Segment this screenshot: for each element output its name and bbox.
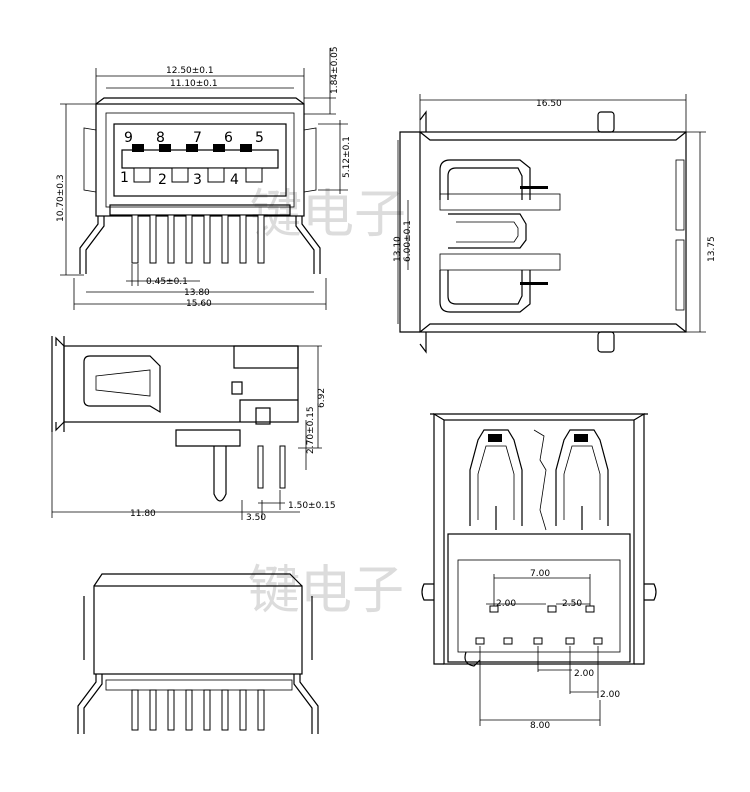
dim-11-10: 11.10±0.1 [170, 79, 218, 89]
dim-12-50: 12.50±0.1 [166, 66, 214, 76]
front-shell [95, 103, 305, 217]
dim-1-84: 1.84±0.05 [330, 46, 340, 94]
bottom-body [443, 419, 635, 665]
dim-13-75: 13.75 [707, 236, 717, 262]
side-view: 6.92 2.70±0.15 11.80 3.50 1.50±0.15 [51, 336, 336, 523]
dim-3-50: 3.50 [246, 513, 266, 523]
dim-13-80: 13.80 [184, 288, 210, 298]
bottom-view: 7.00 2.00 2.50 2.00 2.00 8.00 [421, 412, 657, 731]
dim-13-10: 13.10 [393, 236, 403, 262]
dim-1-50: 1.50±0.15 [288, 501, 336, 511]
pin-label-6: 6 [224, 130, 233, 146]
front-view: 9 8 7 6 5 1 2 3 4 12.50±0.1 11.10±0.1 [56, 46, 352, 310]
pin-label-2: 2 [158, 172, 167, 188]
dim-2-70: 2.70±0.15 [306, 406, 316, 454]
pin-label-5: 5 [255, 130, 264, 146]
pin-label-4: 4 [230, 172, 239, 188]
dim-2-00-v-a: 2.00 [574, 669, 594, 679]
top-view: 16.50 13.75 13.10 6.00±0.1 [393, 94, 717, 354]
dim-10-70: 10.70±0.3 [56, 174, 66, 222]
pin-label-1: 1 [120, 170, 129, 186]
watermark-bottom: 键电子 [248, 561, 404, 621]
pin-label-7: 7 [193, 130, 202, 146]
pin-label-9: 9 [124, 130, 133, 146]
dim-11-80: 11.80 [130, 509, 156, 519]
dim-16-50: 16.50 [536, 99, 562, 109]
side-body [63, 345, 299, 423]
pin-label-3: 3 [193, 172, 202, 188]
pin-label-8: 8 [156, 130, 165, 146]
dim-6-00: 6.00±0.1 [403, 220, 413, 262]
top-body [419, 131, 687, 333]
contact-tongue [121, 149, 279, 169]
side-boss [213, 446, 227, 502]
dim-6-92: 6.92 [317, 388, 327, 408]
side-spring [83, 355, 161, 414]
dim-2-00: 2.00 [496, 599, 516, 609]
usb-port-opening [113, 123, 287, 197]
dim-2-00-v-b: 2.00 [600, 690, 620, 700]
rear-body [93, 585, 303, 675]
dim-2-50: 2.50 [562, 599, 582, 609]
dim-8-00: 8.00 [530, 721, 550, 731]
dim-0-45: 0.45±0.1 [146, 277, 188, 287]
top-tab [597, 111, 615, 133]
dim-7-00: 7.00 [530, 569, 550, 579]
dim-5-12: 5.12±0.1 [342, 136, 352, 178]
dim-15-60: 15.60 [186, 299, 212, 309]
rear-view [77, 573, 319, 734]
